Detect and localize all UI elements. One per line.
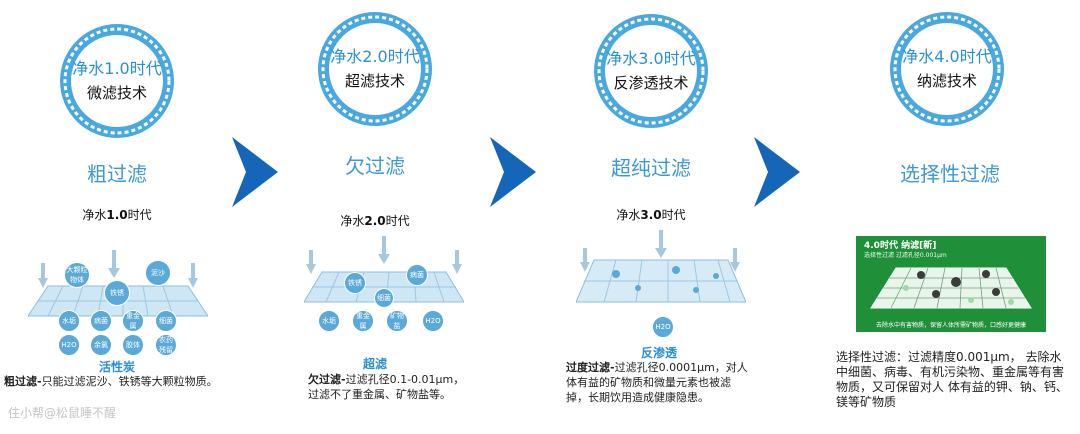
stage-label: 超纯过滤 [611, 156, 691, 180]
gear-tech-name: 反渗透技术 [613, 74, 689, 92]
gear-era-title: 净水2.0时代 [330, 47, 420, 66]
particle-chip: 大颗粒物体 [64, 262, 90, 288]
particle-chip: 细菌 [155, 310, 177, 332]
stage-description: 欠过滤-过滤孔径0.1-0.01μm，过滤不了重金属、矿物盐等。 [308, 373, 465, 401]
particle-chip: H2O [422, 310, 444, 332]
gear-tech-name: 纳滤技术 [916, 72, 977, 90]
gear-era-title: 净水1.0时代 [72, 59, 162, 78]
gear-tech-name: 微滤技术 [86, 84, 147, 102]
gear-badge-icon [60, 24, 174, 138]
particle-chip: 铁锈 [104, 280, 130, 306]
progress-arrow-icon [754, 137, 800, 207]
particle-chip: 水垢 [318, 310, 340, 332]
stage-4: 净水4.0时代 纳滤技术 选择性过滤 4.0时代 纳滤[新] 选择性过滤 过滤孔… [820, 0, 1078, 434]
era-heading: 净水2.0时代 [340, 214, 410, 228]
stage-description: 过度过滤-过滤孔径0.0001μm，对人体有益的矿物质和微量元素也被滤掉，长期饮… [566, 361, 748, 404]
panel-footer: 去除水中有害物质，保留人体所需矿物质，口感好更健康 [876, 322, 1027, 329]
panel-title: 4.0时代 纳滤[新] [864, 241, 937, 251]
panel-subtitle: 选择性过滤 过滤孔径0.001μm [864, 252, 947, 259]
gear-badge-icon [594, 14, 708, 128]
watermark: 住小帮@松鼠睡不醒 [8, 406, 117, 420]
particle-chip: 矿物盐 [386, 310, 408, 332]
particle-chip: 农药残留 [155, 334, 177, 356]
particle-chip: 水垢 [58, 310, 80, 332]
particle-chip: H2O [58, 334, 80, 356]
particle-chip: 泥沙 [145, 260, 171, 286]
stage-description: 选择性过滤：过滤精度0.001μm， 去除水中细菌、病毒、有机污染物、重金属等有… [836, 350, 1068, 409]
particle-chip: 病菌 [90, 310, 112, 332]
era-heading: 净水1.0时代 [82, 208, 152, 222]
stage-label: 选择性过滤 [900, 162, 1000, 186]
gear-badge-icon [890, 12, 1004, 126]
filter-caption: 活性炭 [98, 360, 135, 374]
stage-label: 粗过滤 [87, 162, 147, 186]
stage-description: 粗过滤-只能过滤泥沙、铁锈等大颗粒物质。 [4, 375, 218, 388]
particle-chip: 余氯 [90, 334, 112, 356]
gear-era-title: 净水4.0时代 [902, 47, 992, 66]
particle-chip: 重金属 [122, 310, 144, 332]
gear-badge-icon [318, 12, 432, 126]
particle-chip: 胶体 [122, 334, 144, 356]
particle-chip: 重金属 [352, 310, 374, 332]
stage-label: 欠过滤 [345, 154, 405, 178]
particle-chip: 病菌 [406, 264, 428, 286]
filter-caption: 反渗透 [640, 346, 677, 360]
stage-1: 净水1.0时代 微滤技术 粗过滤 净水1.0时代 大颗粒物体 铁锈 泥沙 水垢 … [0, 0, 240, 434]
stage-2: 净水2.0时代 超滤技术 欠过滤 净水2.0时代 铁锈 病菌 细菌 水垢 重金属… [290, 0, 490, 434]
particle-chip: H2O [652, 316, 674, 338]
progress-arrow-icon [490, 137, 536, 207]
gear-tech-name: 超滤技术 [344, 72, 405, 90]
progress-arrow-icon [232, 137, 278, 207]
particle-chip: 铁锈 [344, 272, 366, 294]
gear-era-title: 净水3.0时代 [606, 49, 696, 68]
stage-3: 净水3.0时代 反渗透技术 超纯过滤 净水3.0时代 H2O 反渗透 过度过滤-… [540, 0, 750, 434]
nano-mesh-diagram [870, 267, 1032, 309]
filter-caption: 超滤 [362, 357, 387, 371]
era-heading: 净水3.0时代 [616, 208, 686, 222]
nanofiltration-panel: 4.0时代 纳滤[新] 选择性过滤 过滤孔径0.001μm 去除水中有害物质，保… [856, 236, 1046, 332]
particle-chip: 细菌 [374, 288, 394, 308]
filter-diagram [576, 230, 746, 303]
